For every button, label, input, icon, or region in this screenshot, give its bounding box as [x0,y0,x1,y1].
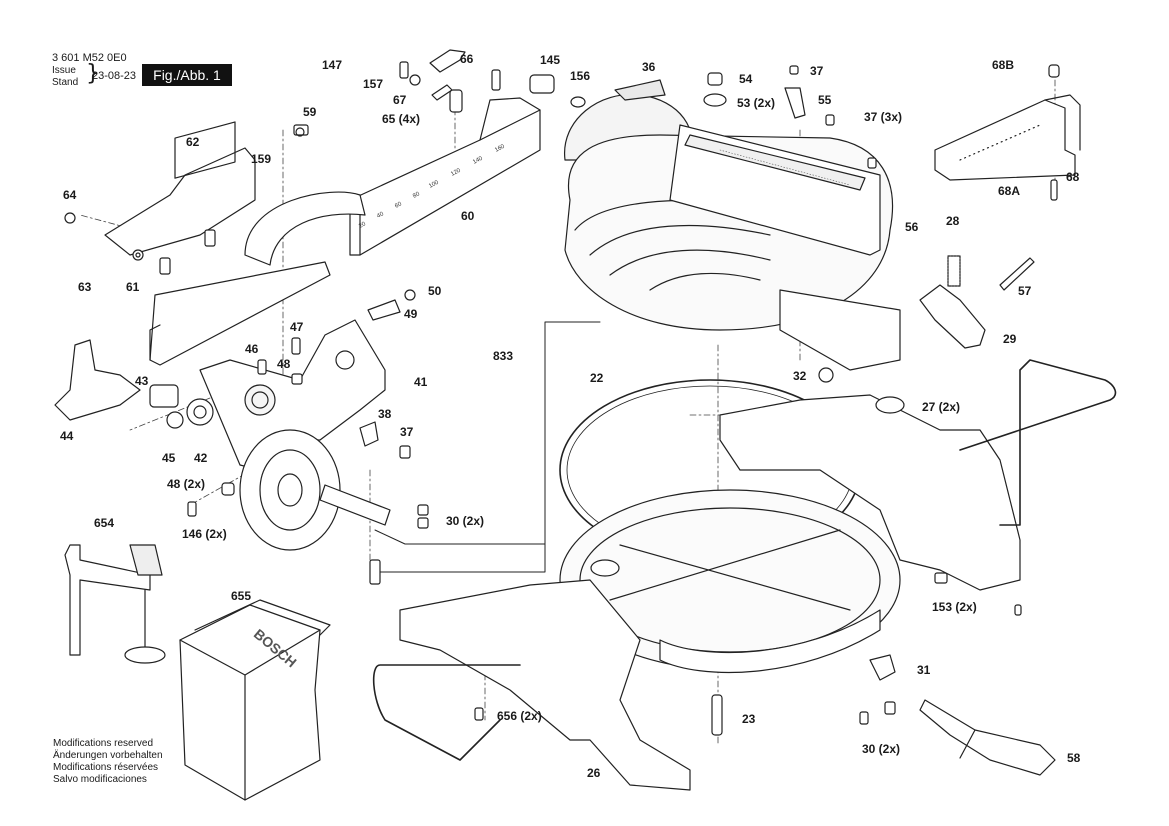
part-label-p28: 28 [946,214,960,228]
part-label-p145: 145 [540,53,561,67]
issue-label-de: Stand [52,77,79,88]
part-label-p157: 157 [363,77,384,91]
part-label-p42: 42 [194,451,208,465]
figure-badge: Fig./Abb. 1 [142,64,232,86]
part-label-p23: 23 [742,712,756,726]
part-label-p67: 67 [393,93,407,107]
issue-date: 23-08-23 [92,70,137,82]
part-label-p37c: 37 [400,425,414,439]
issue-labels: Issue Stand [52,65,78,89]
svg-text:140: 140 [472,155,484,165]
part-label-p147: 147 [322,58,343,72]
part-label-p59: 59 [303,105,317,119]
part-label-p50: 50 [428,284,442,298]
part-label-p36: 36 [642,60,656,74]
part-label-p54: 54 [739,72,753,86]
part-label-p43: 43 [135,374,149,388]
part-label-p30b: 30 (2x) [862,742,901,756]
svg-text:40: 40 [376,211,385,220]
part-label-p32: 32 [793,369,807,383]
fence-left [149,261,331,366]
part-label-p57: 57 [1018,284,1032,298]
brace-glyph: } [86,61,100,86]
part-label-p654: 654 [94,516,115,530]
trunnion [239,429,341,551]
bevel-lock-handle [54,339,141,421]
part-label-p66: 66 [460,52,474,66]
rotary-table [559,489,901,674]
part-label-p45: 45 [162,451,176,465]
part-label-p22: 22 [590,371,604,385]
footer-line: Salvo modificaciones [53,774,147,785]
part-label-p68: 68 [1066,170,1080,184]
part-label-p30a: 30 (2x) [446,514,485,528]
part-label-p56: 56 [905,220,919,234]
part-label-p62: 62 [186,135,200,149]
battery-case [179,599,331,801]
extension-wire-left [372,664,521,761]
base [399,394,1021,791]
fence-curve [244,191,366,266]
svg-text:100: 100 [428,179,440,189]
part-label-p65: 65 (4x) [382,112,421,126]
part-label-p31: 31 [917,663,931,677]
part-label-p48: 48 [277,357,291,371]
svg-text:80: 80 [412,191,421,200]
document-code: 3 601 M52 0E0 [52,52,127,64]
assembly-833-bracket-lower [379,543,546,573]
svg-text:60: 60 [394,201,403,210]
part-label-p47: 47 [290,320,304,334]
part-label-p26: 26 [587,766,601,780]
part-label-p46: 46 [245,342,259,356]
upper-housing [564,93,901,371]
part-label-p41: 41 [414,375,428,389]
fence-right-scale: 20 40 60 80 100 120 140 160 [358,143,506,229]
fence-guard [104,121,256,256]
part-label-p655: 655 [231,589,252,603]
part-label-p38: 38 [378,407,392,421]
allen-key-handle [919,699,1056,776]
part-label-p833: 833 [493,349,514,363]
part-label-p63: 63 [78,280,92,294]
svg-text:120: 120 [450,167,462,177]
fence-right [349,97,541,256]
part-label-p29: 29 [1003,332,1017,346]
part-label-p61: 61 [126,280,140,294]
part-label-p27: 27 (2x) [922,400,961,414]
part-label-p48b: 48 (2x) [167,477,206,491]
part-label-p49: 49 [404,307,418,321]
part-label-p37b: 37 (3x) [864,110,903,124]
extension-wire-right [959,359,1117,526]
footer-line: Modifications reserved [53,738,154,749]
part-label-p68B: 68B [992,58,1015,72]
part-label-p60: 60 [461,209,475,223]
part-label-p68A: 68A [998,184,1021,198]
part-label-p58: 58 [1067,751,1081,765]
part-label-p55: 55 [818,93,832,107]
issue-label-en: Issue [52,65,76,76]
stop-bracket [934,94,1081,181]
clamp [64,544,166,664]
svg-text:160: 160 [494,143,506,153]
miter-lock-knob [919,284,986,349]
part-label-p156: 156 [570,69,591,83]
part-label-p64: 64 [63,188,77,202]
part-label-p53: 53 (2x) [737,96,776,110]
part-label-p37a: 37 [810,64,824,78]
part-label-p153: 153 (2x) [932,600,977,614]
footer-notes: Modifications reserved Änderungen vorbeh… [53,738,163,786]
svg-text:20: 20 [358,221,367,230]
part-label-p159: 159 [251,152,272,166]
part-label-p656: 656 (2x) [497,709,542,723]
footer-line: Änderungen vorbehalten [53,750,163,761]
footer-line: Modifications réservées [53,762,159,773]
part-label-p44: 44 [60,429,74,443]
small-fasteners [64,49,1060,736]
part-label-p146: 146 (2x) [182,527,227,541]
